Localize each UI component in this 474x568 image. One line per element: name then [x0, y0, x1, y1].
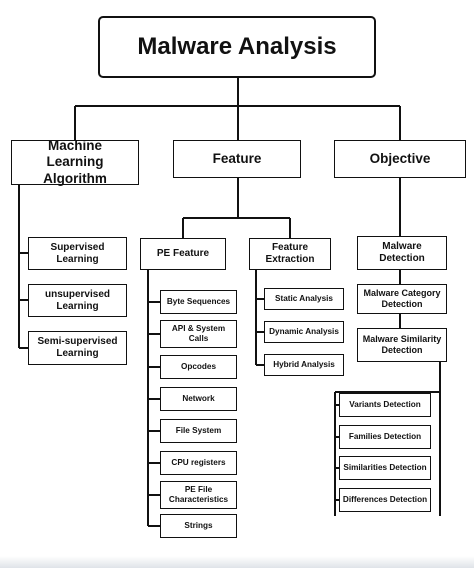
extraction-item-hybrid-analysis: Hybrid Analysis — [264, 354, 344, 376]
pe-item-pe-file-characteristics: PE File Characteristics — [160, 481, 237, 509]
pe-item-byte-sequences: Byte Sequences — [160, 290, 237, 314]
similarity-item-families-detection: Families Detection — [339, 425, 431, 449]
root-node: Malware Analysis — [98, 16, 376, 78]
extraction-item-dynamic-analysis: Dynamic Analysis — [264, 321, 344, 343]
pe-item-network: Network — [160, 387, 237, 411]
similarity-item-variants-detection: Variants Detection — [339, 393, 431, 417]
malware-category-detection-node: Malware Category Detection — [357, 284, 447, 314]
pe-item-opcodes: Opcodes — [160, 355, 237, 379]
feature-extraction-node: Feature Extraction — [249, 238, 331, 270]
malware-similarity-detection-node: Malware Similarity Detection — [357, 328, 447, 362]
extraction-item-static-analysis: Static Analysis — [264, 288, 344, 310]
pe-item-file-system: File System — [160, 419, 237, 443]
pe-item-api-system-calls: API & System Calls — [160, 320, 237, 348]
pe-item-strings: Strings — [160, 514, 237, 538]
pe-feature-node: PE Feature — [140, 238, 226, 270]
bottom-edge — [0, 556, 474, 568]
objective-node: Objective — [334, 140, 466, 178]
similarity-item-similarities-detection: Similarities Detection — [339, 456, 431, 480]
malware-detection-node: Malware Detection — [357, 236, 447, 270]
supervised-learning-node: Supervised Learning — [28, 237, 127, 270]
feature-node: Feature — [173, 140, 301, 178]
semi-supervised-learning-node: Semi-supervised Learning — [28, 331, 127, 365]
similarity-item-differences-detection: Differences Detection — [339, 488, 431, 512]
algorithm-node: Machine Learning Algorithm — [11, 138, 139, 186]
unsupervised-learning-node: unsupervised Learning — [28, 284, 127, 317]
pe-item-cpu-registers: CPU registers — [160, 451, 237, 475]
